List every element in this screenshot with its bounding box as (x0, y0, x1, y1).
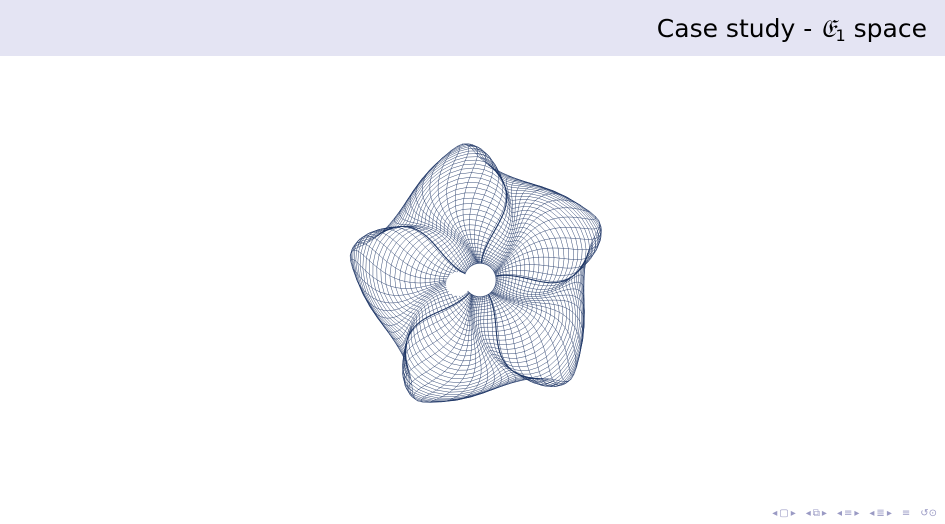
arrow-right-icon[interactable]: ▸ (886, 508, 892, 519)
arrow-left-icon[interactable]: ◂ (805, 508, 811, 519)
align-icon[interactable]: ≡ (901, 508, 911, 519)
title-suffix: space (845, 14, 927, 43)
arrow-right-icon[interactable]: ▸ (821, 508, 827, 519)
surface-hole (446, 272, 470, 296)
title-prefix: Case study - (656, 14, 821, 43)
title-subscript: 1 (835, 26, 846, 45)
document-icon[interactable]: ≣ (876, 508, 885, 519)
title-symbol: 𝔈 (820, 14, 836, 43)
wireframe-surface-figure (349, 143, 602, 403)
arrow-left-icon[interactable]: ◂ (772, 508, 778, 519)
wireframe-mesh (349, 143, 602, 403)
beamer-navigation-symbols: ◂ ▢ ▸ ◂ ⧉ ▸ ◂ ≡ ▸ ◂ ≣ ▸ ≡ ↺⊙ (772, 506, 937, 522)
section-icon[interactable]: ≡ (843, 508, 853, 519)
arrow-right-icon[interactable]: ▸ (854, 508, 860, 519)
frame-title-bar: Case study - 𝔈1 space (0, 0, 945, 56)
arrow-left-icon[interactable]: ◂ (836, 508, 842, 519)
wireframe-fold-curves (377, 164, 589, 379)
search-icon[interactable]: ↺⊙ (920, 508, 937, 519)
frame-title: Case study - 𝔈1 space (657, 14, 927, 51)
arrow-left-icon[interactable]: ◂ (869, 508, 875, 519)
frame-icon[interactable]: ▢ (779, 508, 789, 519)
arrow-right-icon[interactable]: ▸ (790, 508, 796, 519)
subsection-icon[interactable]: ⧉ (812, 508, 820, 519)
